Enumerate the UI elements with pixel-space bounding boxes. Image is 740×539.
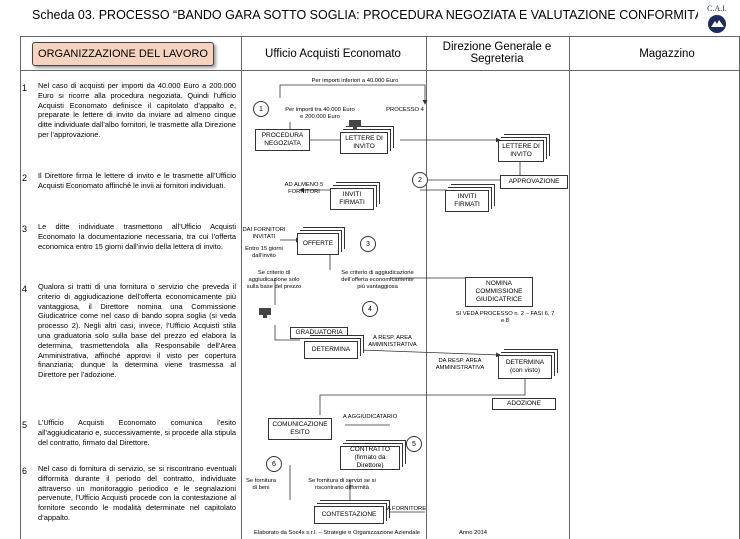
label: DA RESP. AREA AMMINISTRATIVA (435, 358, 485, 371)
label: Se criterio di aggiudicazione solo sulla… (246, 270, 302, 290)
flow-marker: 2 (412, 172, 428, 188)
inviti-doc: INVITI FIRMATI (445, 190, 489, 212)
lettere-doc: LETTERE DI INVITO (340, 132, 388, 154)
flow-marker: 1 (253, 101, 269, 117)
step-text: Qualora si tratti di una fornitura o ser… (38, 282, 236, 380)
divider (569, 36, 570, 539)
determina-doc: DETERMINA (con visto) (498, 355, 552, 379)
comunicazione-box: COMUNICAZIONE ESITO (268, 418, 332, 440)
step-text: Nel caso di fornitura di servizio, se si… (38, 464, 236, 522)
computer-icon (259, 308, 271, 318)
label: SI VEDA PROCESSO n. 2 – FASI 6, 7 e 8 (455, 311, 555, 324)
svg-text:C.A.I.: C.A.I. (707, 4, 727, 13)
divider (20, 36, 21, 539)
col-magazzino: Magazzino (639, 48, 695, 60)
col-ufficio: Ufficio Acquisti Economato (265, 48, 401, 60)
determina-doc: DETERMINA (304, 341, 358, 359)
footer-credit: Elaborato da Soc4s s.r.l. – Strategie e … (254, 530, 420, 536)
label: Se fornitura di servizi se si riscontran… (308, 478, 376, 491)
step-number: 3 (22, 224, 28, 234)
org-header: ORGANIZZAZIONE DEL LAVORO (32, 42, 214, 66)
step-number: 6 (22, 466, 28, 476)
step-number: 4 (22, 284, 28, 294)
adozione-box: ADOZIONE (492, 398, 556, 410)
col-direzione: Direzione Generale e Segreteria (442, 41, 552, 65)
label: A AGGIUDICATARIO (342, 414, 398, 420)
divider (20, 36, 740, 37)
inviti-doc: INVITI FIRMATI (330, 188, 374, 210)
step-text: Le ditte individuate trasmettono all’Uff… (38, 222, 236, 251)
offerte-doc: OFFERTE (297, 233, 339, 255)
flow-marker: 5 (406, 436, 422, 452)
divider (241, 36, 242, 539)
label: A RESP. AREA AMMINISTRATIVA (368, 335, 417, 348)
contratto-doc: CONTRATTO (firmato da Direttore) (340, 446, 400, 470)
label: DAI FORNITORI INVITATI (242, 227, 286, 240)
flow-marker: 6 (266, 456, 282, 472)
label: Se criterio di aggiudicazione dell’offer… (341, 270, 414, 290)
label: AD ALMENO 5 FORNITORI (284, 182, 324, 195)
contestazione-doc: CONTESTAZIONE (314, 506, 384, 524)
step-number: 2 (22, 173, 28, 183)
label: Entro 15 giorni dall’invito (245, 246, 283, 259)
procedura-box: PROCEDURA NEGOZIATA (255, 129, 310, 151)
flow-marker: 4 (362, 301, 378, 317)
lettere-doc: LETTERE DI INVITO (498, 140, 544, 162)
label: Per importi inferiori a 40.000 Euro (311, 78, 399, 84)
approvazione-box: APPROVAZIONE (500, 175, 568, 189)
page-title: Scheda 03. PROCESSO “BANDO GARA SOTTO SO… (32, 8, 708, 22)
footer-year: Anno 2014 (458, 530, 488, 536)
label: A FORNITORE (386, 506, 427, 512)
divider (426, 36, 427, 539)
step-text: Nel caso di acquisti per importi da 40.0… (38, 81, 236, 139)
step-number: 1 (22, 83, 28, 93)
computer-icon (349, 120, 361, 130)
label: PROCESSO 4 (386, 107, 424, 113)
graduatoria-box: GRADUATORIA (290, 327, 348, 339)
divider (20, 70, 740, 71)
label: Per importi tra 40.000 Euro e 200.000 Eu… (285, 107, 355, 120)
step-text: L’Ufficio Acquisti Economato comunica l’… (38, 418, 236, 447)
nomina-box: NOMINA COMMISSIONE GIUDICATRICE (465, 277, 533, 307)
label: Se fornitura di beni (246, 478, 276, 491)
cai-logo: C.A.I. (698, 2, 736, 36)
flow-marker: 3 (360, 236, 376, 252)
step-number: 5 (22, 420, 28, 430)
step-text: Il Direttore firma le lettere di invito … (38, 171, 236, 190)
